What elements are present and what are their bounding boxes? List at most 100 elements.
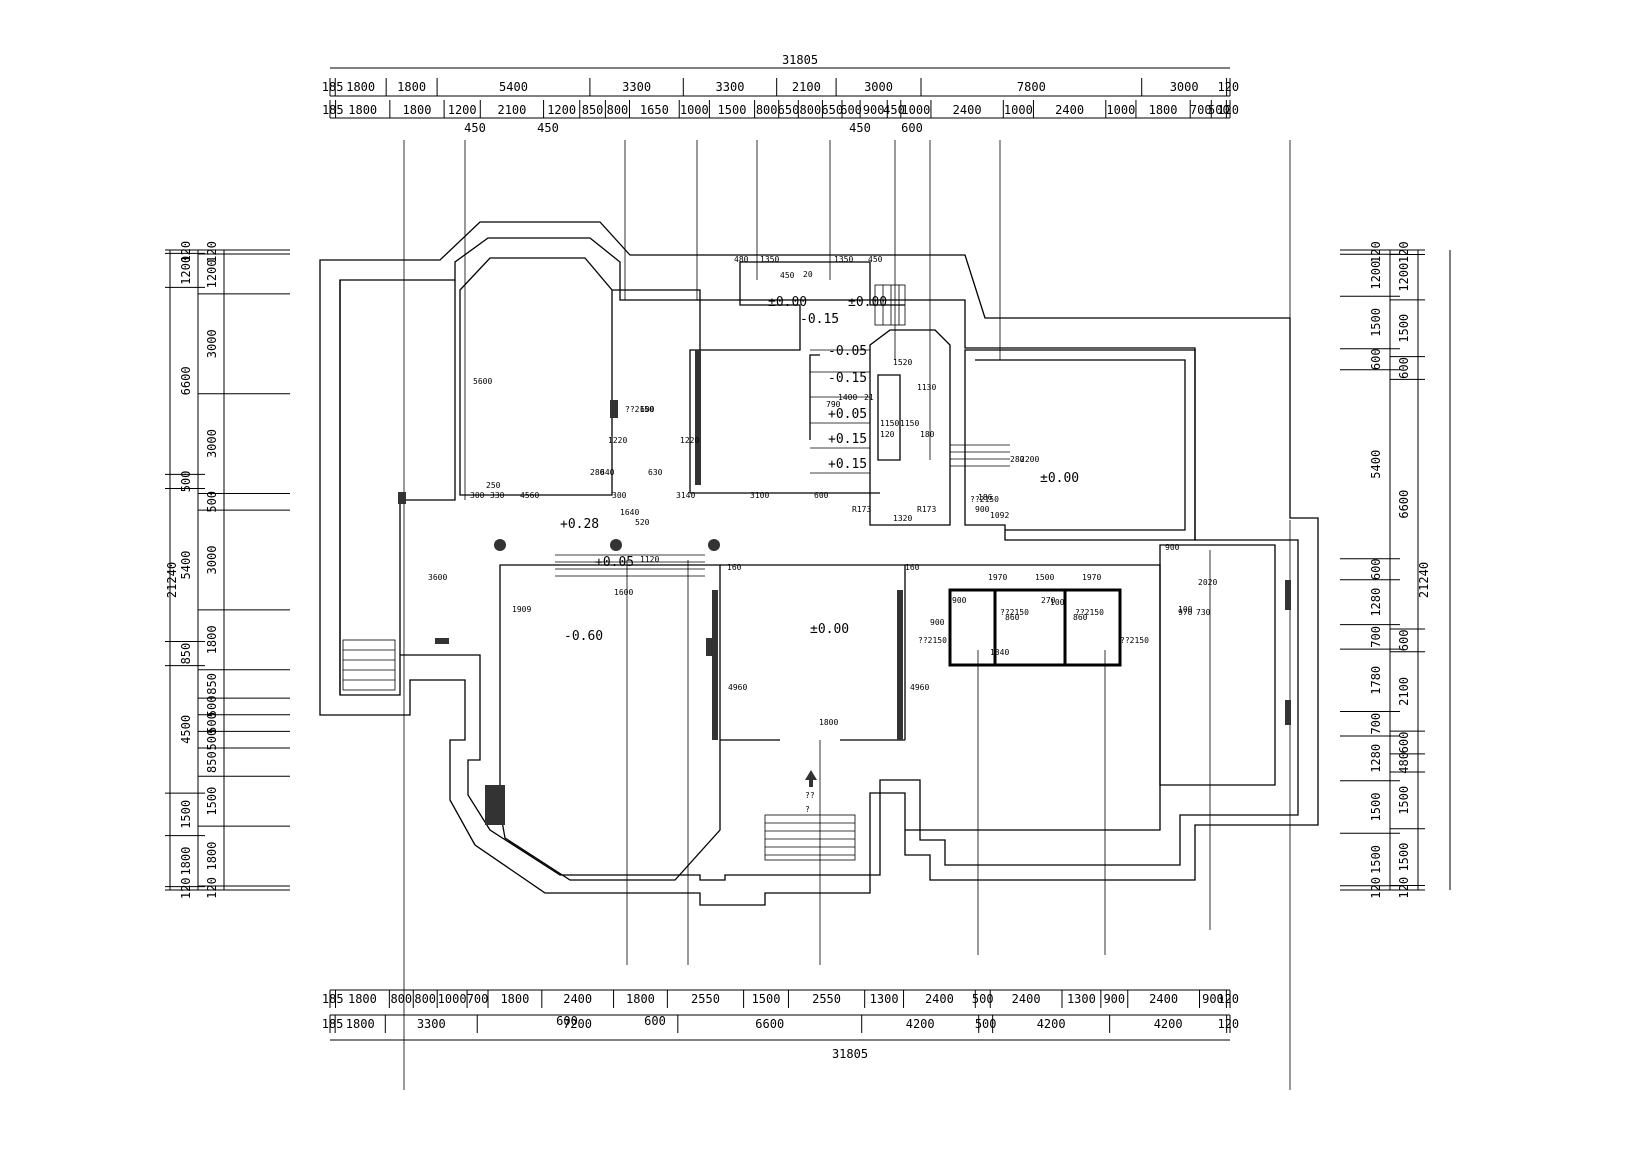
right-dim-inner-label: 1500 (1397, 786, 1411, 815)
bot-dim-2-label: 4200 (1037, 1017, 1066, 1031)
small-dim-label: 4960 (728, 683, 747, 692)
top-dim-2-label: 1200 (547, 103, 576, 117)
small-dim-label: 520 (635, 518, 650, 527)
entrance-label: ?? (805, 791, 815, 800)
right-dim-outer: 1201200150060054006001280700178070012801… (1340, 241, 1400, 899)
bot-dim-2-label: 4200 (906, 1017, 935, 1031)
small-dim-label: 640 (600, 468, 615, 477)
small-dim-label: 100 (1050, 598, 1065, 607)
small-dim-label: 600 (814, 491, 829, 500)
column-1 (494, 539, 506, 551)
right-dim-inner-label: 600 (1397, 732, 1411, 754)
top-dim-2-label: 1000 (1106, 103, 1135, 117)
right-dim-outer-label: 1280 (1369, 744, 1383, 773)
top-dim-450-a: 450 (464, 121, 486, 135)
top-dim-2-label: 850 (582, 103, 604, 117)
top-dim-2-label: 2100 (497, 103, 526, 117)
top-dim-2-label: 600 (840, 103, 862, 117)
right-dim-outer-label: 120 (1369, 241, 1383, 263)
level-mark: ±0.00 (768, 295, 807, 310)
top-dim-2-label: 1000 (901, 103, 930, 117)
right-dim-outer-label: 600 (1369, 348, 1383, 370)
right-dim-inner-label: 120 (1397, 241, 1411, 263)
top-dim-1-label: 185 (322, 80, 344, 94)
upper-stair (874, 284, 906, 326)
small-dim-label: 20 (803, 270, 813, 279)
right-dim-outer-label: 120 (1369, 877, 1383, 899)
small-dim-label: 300 (612, 491, 627, 500)
left-dim-outer-label: 850 (179, 643, 193, 665)
top-dim-2-label: 450 (883, 103, 905, 117)
small-dim-label: 100 (1178, 605, 1193, 614)
left-dim-outer-label: 1800 (179, 847, 193, 876)
small-dim-label: 1909 (512, 605, 531, 614)
small-dim-label: 900 (930, 618, 945, 627)
small-dim-label: 186 (978, 493, 993, 502)
top-dim-1-label: 1800 (397, 80, 426, 94)
small-dim-label: 3600 (428, 573, 447, 582)
top-dim-2-label: 500 (1208, 103, 1230, 117)
left-dim-inner-label: 850 (205, 751, 219, 773)
level-mark: +0.15 (828, 432, 867, 447)
left-dim-inner-label: 500 (205, 696, 219, 718)
bottom-dim-600-b: 600 (644, 1014, 666, 1028)
right-total-dim: 21240 (1417, 562, 1431, 598)
column-3 (708, 539, 720, 551)
bot-dim-1-label: 1300 (1067, 992, 1096, 1006)
right-dim-inner-label: 1200 (1397, 263, 1411, 292)
small-dim-label: R173 (852, 505, 871, 514)
left-dim-inner: 1201200300030005003000180085050050050085… (198, 241, 290, 899)
small-dim-label: 1320 (893, 514, 912, 523)
right-big-room (964, 349, 1196, 541)
level-mark: +0.15 (828, 457, 867, 472)
small-dim-label: 3140 (676, 491, 695, 500)
center-stair (810, 349, 870, 474)
level-mark: +0.28 (560, 517, 599, 532)
top-dim-2-label: 1800 (1149, 103, 1178, 117)
left-dim-outer-label: 120 (179, 241, 193, 263)
right-dim-outer-label: 1500 (1369, 308, 1383, 337)
right-dim-inner-label: 480 (1397, 752, 1411, 774)
left-dim-outer-label: 120 (179, 877, 193, 899)
door-tag: ??2150 (918, 636, 947, 645)
bot-dim-1-label: 1000 (438, 992, 467, 1006)
bot-dim-1-label: 800 (414, 992, 436, 1006)
bottom-dim-600-a: 600 (556, 1014, 578, 1028)
left-dim-outer-label: 500 (179, 471, 193, 493)
left-dim-inner-label: 1800 (205, 625, 219, 654)
small-dim-label: 630 (648, 468, 663, 477)
entrance-arrow (805, 770, 817, 787)
small-dim-label: 4960 (910, 683, 929, 692)
top-dim-2-label: 2400 (1055, 103, 1084, 117)
bathroom-block (948, 588, 1122, 667)
left-steps (342, 639, 396, 691)
right-dim-inner-label: 2100 (1397, 677, 1411, 706)
entrance-steps (764, 814, 856, 861)
top-dim-2-label: 800 (607, 103, 629, 117)
right-dim-outer-label: 700 (1369, 713, 1383, 735)
bot-dim-1-label: 2400 (1012, 992, 1041, 1006)
left-dim-outer-label: 6600 (179, 366, 193, 395)
level-mark: ±0.00 (810, 622, 849, 637)
small-dim-label: 270 (1041, 596, 1056, 605)
small-dim-label: 1970 (988, 573, 1007, 582)
small-dim-label: 1150 (900, 419, 919, 428)
left-dim-inner-label: 1800 (205, 842, 219, 871)
left-dim-inner-label: 120 (205, 877, 219, 899)
left-dim-outer-label: 1500 (179, 800, 193, 829)
small-dim-label: 160 (727, 563, 742, 572)
top-dim-1-label: 7800 (1017, 80, 1046, 94)
small-dim-label: 1130 (917, 383, 936, 392)
top-dim-2-label: 650 (778, 103, 800, 117)
top-dim-2-label: 1800 (403, 103, 432, 117)
small-dim-label: 790 (826, 400, 841, 409)
right-dim-inner: 1201200150060066006002100600480150015001… (1390, 241, 1425, 899)
bot-dim-1-label: 1800 (626, 992, 655, 1006)
small-dim-label: 180 (920, 430, 935, 439)
bot-dim-1-label: 900 (1202, 992, 1224, 1006)
door-tag: ??2150 (1120, 636, 1149, 645)
